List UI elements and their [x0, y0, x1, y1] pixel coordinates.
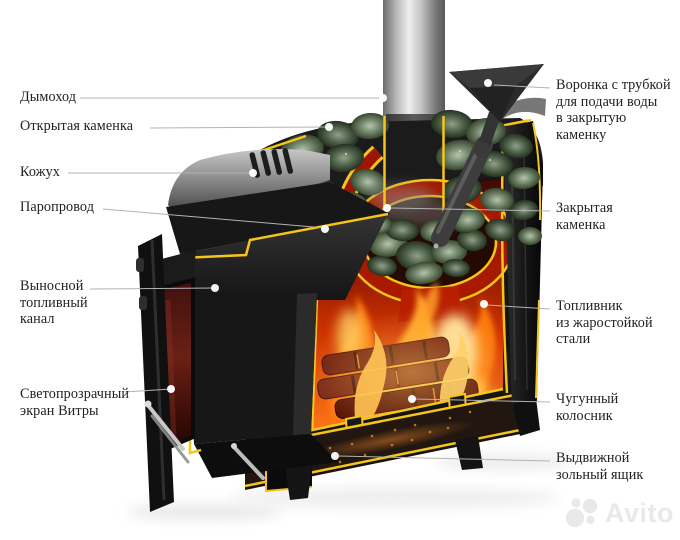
- leader-dot: [408, 395, 416, 403]
- fuel-channel-top: [180, 214, 388, 300]
- avito-watermark: Avito: [566, 495, 674, 531]
- leader-dot: [331, 452, 339, 460]
- fuel-channel-door: [136, 234, 265, 512]
- avito-logo-icon: [566, 498, 598, 528]
- leader-line-firebox: [486, 304, 551, 310]
- stove-leg: [455, 436, 483, 470]
- leader-line-glass: [125, 388, 172, 393]
- casing-front-rim: [168, 148, 330, 216]
- avito-watermark-text: Avito: [605, 497, 674, 528]
- door-hinge: [136, 258, 144, 272]
- leader-dot: [211, 284, 219, 292]
- leader-line-steam-pipe: [102, 208, 326, 229]
- leader-line-closed-heater: [390, 207, 551, 212]
- label-firebox: Топливник из жаростойкой стали: [556, 298, 653, 347]
- fuel-channel: [166, 182, 390, 478]
- water-funnel: [449, 64, 544, 158]
- casing-top-right-rim: [497, 97, 546, 120]
- leader-line-grate: [414, 398, 551, 403]
- door-hinge: [139, 296, 147, 310]
- leader-line-funnel: [493, 84, 551, 89]
- leader-dot: [484, 79, 492, 87]
- label-cast-iron-grate: Чугунный колосник: [556, 391, 619, 424]
- leader-lines: [68, 84, 551, 462]
- leader-dot: [167, 385, 175, 393]
- label-chimney: Дымоход: [20, 89, 77, 105]
- label-casing: Кожух: [20, 164, 60, 180]
- door-handle: [144, 400, 190, 464]
- leader-dot: [383, 204, 391, 212]
- fuel-channel-bottom: [194, 434, 338, 478]
- leader-dot: [249, 169, 257, 177]
- label-water-funnel: Воронка с трубкой для подачи воды в закр…: [556, 77, 671, 143]
- leader-dot: [379, 94, 387, 102]
- label-closed-heater: Закрытая каменка: [556, 200, 613, 233]
- leader-line-ash-drawer: [337, 455, 551, 462]
- leader-dot: [321, 225, 329, 233]
- leader-line-open-heater: [149, 126, 330, 129]
- label-external-fuel-channel: Выносной топливный канал: [20, 278, 88, 327]
- fuel-channel-interior: [186, 293, 317, 444]
- leader-dot: [325, 123, 333, 131]
- label-ash-drawer: Выдвижной зольный ящик: [556, 450, 644, 483]
- label-vitra-glass-screen: Светопрозрачный экран Витры: [20, 386, 130, 419]
- leader-dots: [167, 79, 492, 460]
- stove-leg: [285, 465, 312, 500]
- leader-line-fuel-channel: [89, 287, 216, 290]
- label-open-heater: Открытая каменка: [20, 118, 134, 134]
- label-steam-pipe: Паропровод: [20, 199, 95, 215]
- water-tube: [431, 136, 493, 249]
- leader-dot: [480, 300, 488, 308]
- ash-drawer-handle: [231, 443, 265, 480]
